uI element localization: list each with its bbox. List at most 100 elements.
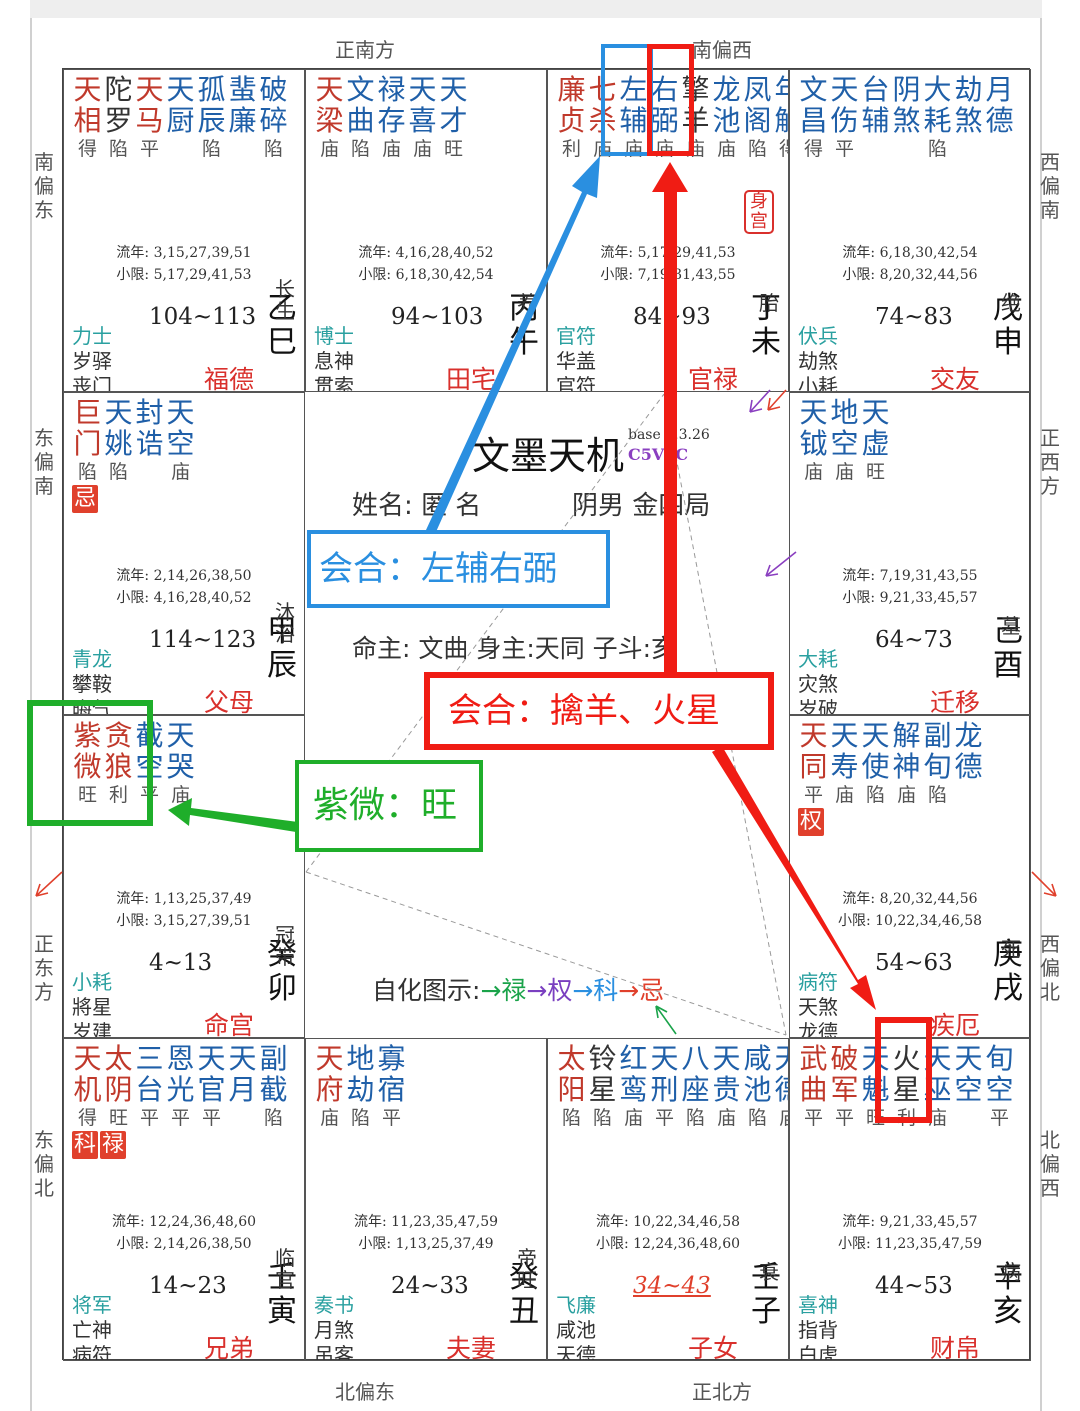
sihua-badge: 科 [72, 1131, 99, 1159]
star-list: 天钺庙地空庙天虚旺 [798, 397, 891, 485]
direction-bottom-left: 北偏东 [335, 1380, 395, 1404]
star: 武曲平 [798, 1043, 829, 1131]
star-char: 劫 [346, 1073, 375, 1106]
star-char: 才 [439, 104, 468, 137]
sihua-badge: 禄 [100, 1131, 127, 1159]
star-char: 天 [650, 1042, 679, 1075]
god-name: 博士 [314, 324, 354, 348]
suiqian-star: 灾煞 [798, 672, 838, 696]
star-brightness [239, 136, 245, 162]
star-char: 池 [712, 104, 741, 137]
star-char: 天 [408, 73, 437, 106]
god-name: 大耗 [798, 647, 838, 671]
star-char: 门 [73, 427, 102, 460]
daxian-range: 104~113 [149, 304, 257, 330]
star-char: 德 [954, 750, 983, 783]
star-char: 孤 [197, 73, 226, 106]
stem-branch: 癸丑 [509, 1260, 539, 1329]
liunian-years: 流年: 6,18,30,42,54 [842, 245, 978, 261]
suiqian-star: 息神 [314, 349, 354, 373]
star: 地劫陷 [345, 1043, 376, 1131]
star: 龙德 [953, 720, 984, 808]
star-char: 曲 [346, 104, 375, 137]
star-char: 红 [619, 1042, 648, 1075]
star-brightness: 平 [654, 1107, 674, 1129]
star: 天才旺 [438, 74, 469, 162]
star: 天姚陷 [103, 397, 134, 485]
jiangqian-star: 白虎 [798, 1343, 838, 1361]
star-char: 使 [861, 750, 890, 783]
star: 天贵庙 [711, 1043, 742, 1131]
star-brightness: 利 [108, 784, 128, 806]
star-char: 狼 [104, 750, 133, 783]
star-brightness: 旺 [77, 784, 97, 806]
legend-ji: →忌 [618, 976, 665, 1005]
star-brightness: 平 [201, 1107, 221, 1129]
life-stage: 胎 [759, 291, 779, 315]
stem-branch: 癸卯 [267, 937, 297, 1006]
star-brightness: 庙 [319, 1107, 339, 1129]
xiaoxian-years: 小限: 2,14,26,38,50 [116, 1236, 252, 1252]
top-strip [30, 0, 1042, 18]
palace-子女[interactable]: 太阳陷铃星陷红鸾庙天刑平八座陷天贵庙咸池陷天德庙流年: 10,22,34,46,… [547, 1038, 789, 1361]
jiangqian-star: 官符 [556, 374, 596, 392]
jiangqian-star: 龙德 [798, 1020, 838, 1038]
star-char: 天 [954, 1042, 983, 1075]
liunian-years: 流年: 11,23,35,47,59 [353, 1214, 499, 1230]
star: 铃星陷 [587, 1043, 618, 1131]
sihua-badges: 科禄 [72, 1131, 128, 1159]
star-brightness: 陷 [108, 461, 128, 483]
sihua-badges: 忌 [72, 485, 100, 513]
chart-title: 文墨天机 [472, 434, 625, 478]
palace-name: 子女 [687, 1334, 738, 1361]
god-name: 青龙 [72, 647, 112, 671]
star-char: 凤 [743, 73, 772, 106]
star-char: 辅 [861, 104, 890, 137]
star-list: 巨门陷天姚陷封诰 天空庙 [72, 397, 196, 485]
palace-兄弟[interactable]: 天机得太阴旺三台平恩光平天官平天月 副截陷科禄流年: 12,24,36,48,6… [63, 1038, 305, 1361]
star-char: 阴 [892, 73, 921, 106]
daxian-range: 4~13 [149, 950, 213, 976]
star: 天使陷 [860, 720, 891, 808]
stem-branch: 壬子 [751, 1260, 781, 1329]
star-char: 天 [712, 1042, 741, 1075]
star-char: 阁 [743, 104, 772, 137]
jiangqian-star: 病符 [72, 1343, 112, 1361]
star-char: 天 [315, 1042, 344, 1075]
star: 天空 [953, 1043, 984, 1131]
suiqian-star: 月煞 [314, 1318, 354, 1342]
star: 太阴旺 [103, 1043, 134, 1131]
daxian-range: 34~43 [633, 1273, 711, 1299]
annotation-green: 紫微：旺 [295, 760, 483, 852]
star-char: 空 [166, 427, 195, 460]
star-char: 劫 [954, 73, 983, 106]
star-brightness: 陷 [561, 1107, 581, 1129]
self-hua-legend: 自化图示:→禄→权→科→忌 [372, 971, 664, 1007]
direction-top-left: 正南方 [335, 38, 395, 62]
star-char: 池 [743, 1073, 772, 1106]
star-char: 封 [135, 396, 164, 429]
star-brightness: 旺 [108, 1107, 128, 1129]
star-list: 文昌得天伤平台辅 阴煞 大耗陷劫煞 月德 [798, 74, 1015, 162]
star-list: 天相得陀罗陷天马平天厨 孤辰陷蜚廉 破碎陷 [72, 74, 289, 162]
liunian-years: 流年: 5,17,29,41,53 [600, 245, 736, 261]
gender-bureau: 阴男 金四局 [572, 491, 711, 521]
star-char: 旬 [923, 750, 952, 783]
star: 月德 [984, 74, 1015, 162]
star: 年解得 [773, 74, 788, 162]
star: 凤阁陷 [742, 74, 773, 162]
star-char: 副 [923, 719, 952, 752]
daxian-range: 24~33 [391, 1273, 469, 1299]
life-stage: 绝 [1001, 291, 1021, 315]
star: 天虚旺 [860, 397, 891, 485]
star-char: 府 [315, 1073, 344, 1106]
star: 旬空平 [984, 1043, 1015, 1131]
